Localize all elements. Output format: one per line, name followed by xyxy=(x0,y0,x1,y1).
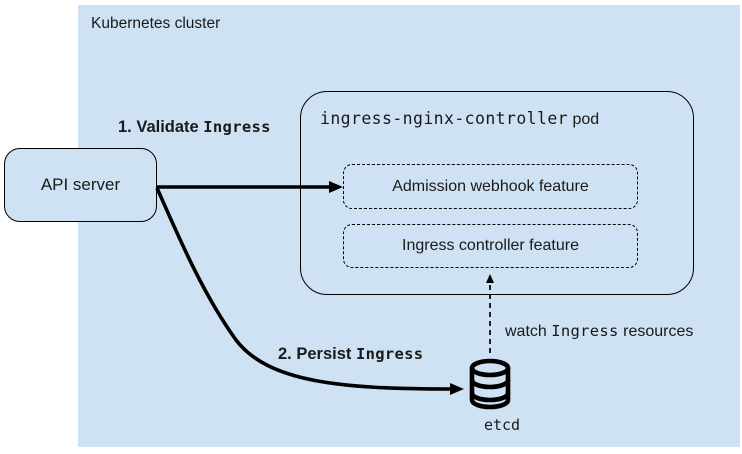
watch-label-suffix: resources xyxy=(618,323,694,340)
validate-label-prefix: 1. Validate xyxy=(118,118,204,136)
pod-title-suffix: pod xyxy=(568,111,600,128)
persist-label-mono: Ingress xyxy=(355,345,424,363)
watch-label-prefix: watch xyxy=(505,323,552,340)
validate-ingress-arrow-label: 1. Validate Ingress xyxy=(118,118,271,137)
ingress-controller-label: Ingress controller feature xyxy=(402,237,579,254)
persist-ingress-arrow-label: 2. Persist Ingress xyxy=(278,345,423,364)
validate-label-mono: Ingress xyxy=(203,118,271,136)
watch-ingress-resources-label: watch Ingress resources xyxy=(505,322,693,341)
cluster-title: Kubernetes cluster xyxy=(91,15,221,32)
api-server-label: API server xyxy=(40,175,121,194)
admission-webhook-label: Admission webhook feature xyxy=(392,177,589,195)
feature-box-ingress-controller: Ingress controller feature xyxy=(343,224,638,268)
watch-label-mono: Ingress xyxy=(551,322,619,340)
pod-title-mono: ingress-nginx-controller xyxy=(320,109,569,128)
persist-label-prefix: 2. Persist xyxy=(278,345,356,363)
feature-box-admission-webhook: Admission webhook feature xyxy=(343,164,638,209)
api-server-node: API server xyxy=(4,148,157,222)
etcd-label: etcd xyxy=(483,416,521,434)
pod-title: ingress-nginx-controller pod xyxy=(320,109,599,129)
